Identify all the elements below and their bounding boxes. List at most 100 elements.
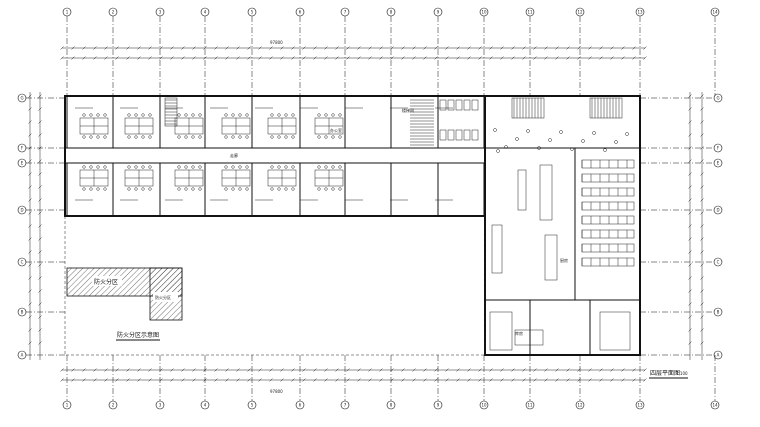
fixture-dot <box>504 145 508 149</box>
dimension-tick <box>71 46 75 50</box>
row-label: G <box>20 96 23 101</box>
dimension-tick <box>38 237 42 241</box>
column-label: 11 <box>527 403 533 408</box>
chair <box>238 165 242 169</box>
chair <box>191 113 195 117</box>
zone-a-label-bg <box>92 276 122 286</box>
chair <box>103 113 107 117</box>
dimension-tick <box>700 133 704 137</box>
dimension-tick <box>93 368 97 372</box>
room-label-stair: 楼梯间 <box>402 107 414 113</box>
dimension-tick <box>38 133 42 137</box>
dimension-tick <box>225 368 229 372</box>
dimension-tick <box>247 56 251 60</box>
dimension-tick <box>599 368 603 372</box>
chair <box>324 165 328 169</box>
dimension-tick <box>137 56 141 60</box>
stair-core <box>390 95 439 149</box>
dimension-tick <box>456 368 460 372</box>
fixture-dot <box>614 140 618 144</box>
dimension-tick <box>324 368 328 372</box>
equipment-row <box>581 187 635 197</box>
column-label: 1 <box>66 403 69 408</box>
dimension-tick <box>632 46 636 50</box>
dimension-tick <box>192 46 196 50</box>
dimension-tick <box>82 56 86 60</box>
row-label: A <box>717 353 720 358</box>
dimension-tick <box>688 263 692 267</box>
dimension-tick <box>478 56 482 60</box>
dimension-tick <box>544 378 548 382</box>
chair <box>231 135 235 139</box>
chair <box>127 187 131 191</box>
dimension-tick <box>247 378 251 382</box>
dimension-tick <box>688 211 692 215</box>
dimension-tick <box>489 378 493 382</box>
equipment-row <box>581 243 635 253</box>
dimension-tick <box>280 378 284 382</box>
dimension-tick <box>700 94 704 98</box>
dimension-tick <box>423 56 427 60</box>
column-label: 5 <box>251 403 254 408</box>
dimension-tick <box>379 368 383 372</box>
chair <box>317 113 321 117</box>
chair <box>89 113 93 117</box>
dimension-tick <box>566 46 570 50</box>
dimension-tick <box>302 368 306 372</box>
equipment-row <box>581 159 635 169</box>
dimension-tick <box>643 378 647 382</box>
chair <box>184 165 188 169</box>
chair <box>96 165 100 169</box>
dimension-tick <box>258 368 262 372</box>
row-label: C <box>717 260 720 265</box>
dimension-tick <box>28 302 32 306</box>
chair <box>177 165 181 169</box>
dimension-tick <box>688 302 692 306</box>
dimension-tick <box>511 368 515 372</box>
chair <box>198 135 202 139</box>
column-label: 2 <box>112 403 115 408</box>
chair <box>291 187 295 191</box>
dimension-tick <box>610 46 614 50</box>
dimension-tick <box>621 56 625 60</box>
dimension-tick <box>700 224 704 228</box>
column-label: 2 <box>112 10 115 15</box>
dimension-tick <box>291 46 295 50</box>
dimension-tick <box>28 341 32 345</box>
dimension-tick <box>181 56 185 60</box>
chair <box>198 187 202 191</box>
chair <box>82 135 86 139</box>
room-partitions <box>66 95 485 216</box>
dimension-tick <box>599 378 603 382</box>
dimension-tick <box>401 56 405 60</box>
chair <box>317 135 321 139</box>
chair <box>177 135 181 139</box>
dimension-tick <box>346 46 350 50</box>
row-label: B <box>21 310 24 315</box>
column-label: 14 <box>712 403 718 408</box>
chair <box>331 187 335 191</box>
row-bubble <box>713 158 723 168</box>
dimension-tick <box>269 56 273 60</box>
dimension-tick <box>357 368 361 372</box>
dimension-tick <box>688 237 692 241</box>
grid-axes <box>26 16 716 401</box>
dimension-tick <box>313 56 317 60</box>
chair <box>134 165 138 169</box>
dimension-tick <box>313 378 317 382</box>
dimension-tick <box>93 378 97 382</box>
chair <box>141 165 145 169</box>
dimension-tick <box>225 56 229 60</box>
dimension-tick <box>700 146 704 150</box>
dimension-tick <box>291 56 295 60</box>
chair <box>224 165 228 169</box>
dimension-tick <box>71 368 75 372</box>
equipment-row <box>581 173 635 183</box>
chair <box>338 113 342 117</box>
chair <box>191 187 195 191</box>
dimension-tick <box>28 263 32 267</box>
toilet-stall <box>463 99 471 111</box>
chair <box>224 113 228 117</box>
dimension-tick <box>544 56 548 60</box>
